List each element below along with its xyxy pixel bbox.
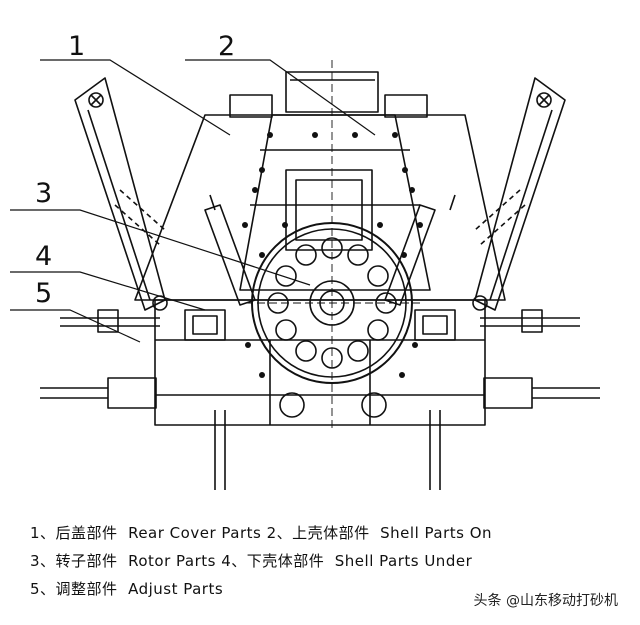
legend-line-2: 3、转子部件 Rotor Parts 4、下壳体部件 Shell Parts U…	[30, 552, 473, 570]
callout-1: 1	[68, 31, 85, 62]
callout-5: 5	[35, 278, 52, 309]
rear-cover-outline	[134, 114, 506, 301]
right-adjust-cylinder	[483, 377, 533, 409]
watermark: 头条 @山东移动打砂机	[473, 593, 618, 609]
upper-shell-outline	[239, 114, 431, 291]
legend-line-1: 1、后盖部件 Rear Cover Parts 2、上壳体部件 Shell Pa…	[30, 524, 493, 542]
rotor-hub	[309, 280, 355, 326]
lower-shell-outline	[154, 299, 486, 426]
callout-2: 2	[218, 31, 235, 62]
crusher-diagram: 1 2 3 4 5	[10, 31, 600, 490]
legend-line-3: 5、调整部件 Adjust Parts	[30, 580, 224, 598]
callout-4: 4	[35, 241, 52, 272]
rotor-outer	[251, 222, 413, 384]
left-adjust-cylinder	[107, 377, 157, 409]
callout-3: 3	[35, 178, 52, 209]
